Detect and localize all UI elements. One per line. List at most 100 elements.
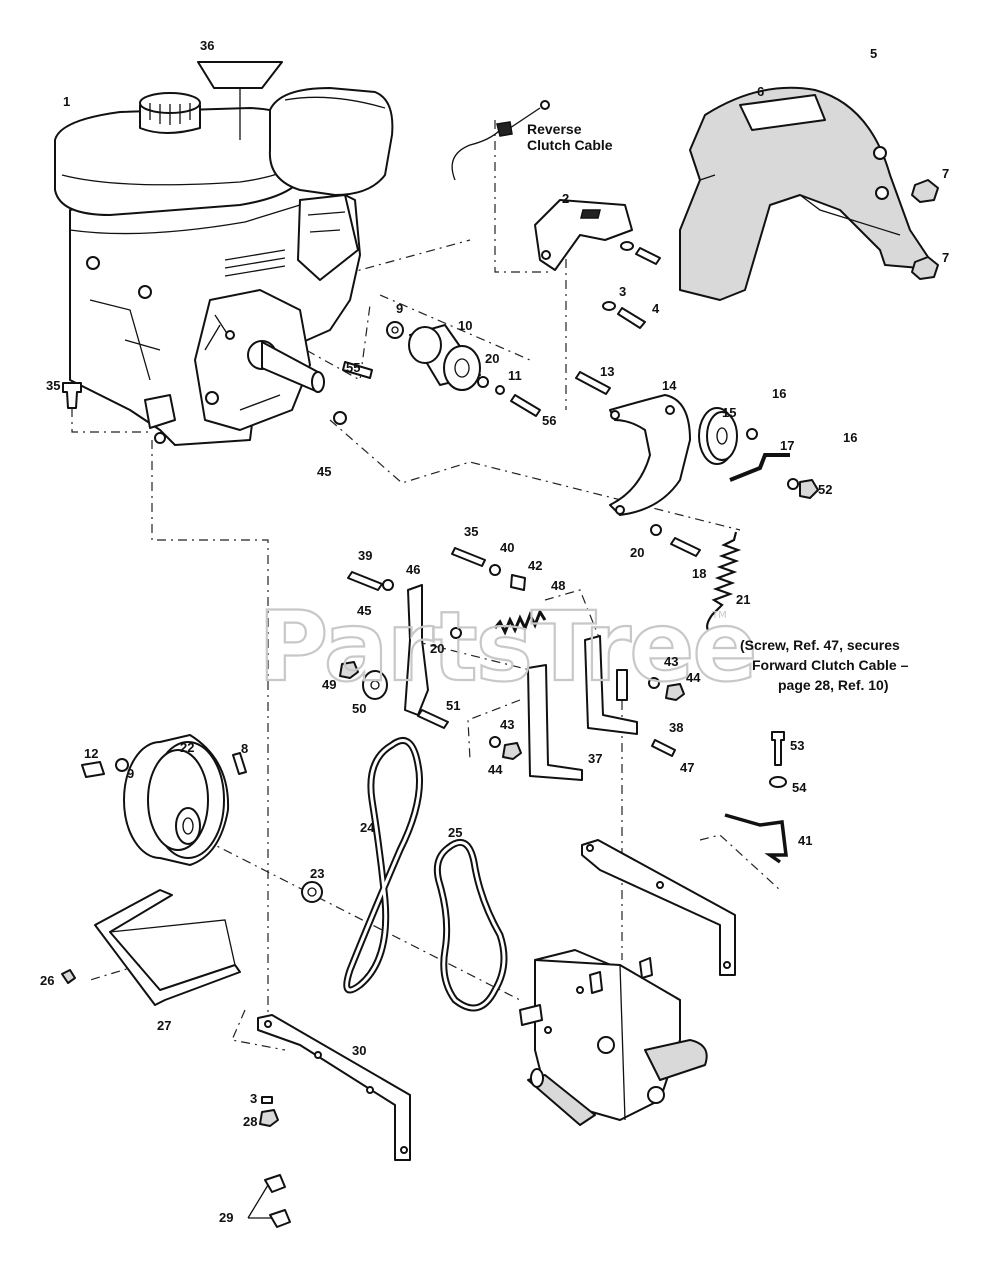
bracket-part-37 [527, 635, 638, 781]
callout-47: 47 [680, 760, 694, 775]
bracket-part-2 [534, 199, 633, 271]
key-part-8 [232, 752, 247, 775]
callout-2: 2 [562, 191, 569, 206]
watermark: PartsTree [258, 591, 755, 703]
washer-part-9 [386, 321, 404, 339]
callout-10: 10 [458, 318, 472, 333]
screw-note-line1: (Screw, Ref. 47, secures [740, 637, 900, 653]
callout-40: 40 [500, 540, 514, 555]
callout-8: 8 [241, 741, 248, 756]
callout-30: 30 [352, 1043, 366, 1058]
screw-part-47 [651, 739, 676, 757]
washer-part-20b [650, 524, 662, 536]
callout-50: 50 [352, 701, 366, 716]
callout-11: 11 [508, 368, 522, 383]
callout-5: 5 [870, 46, 877, 61]
bolt-part-29b [269, 1209, 291, 1228]
washer-part-43 [648, 677, 660, 689]
callout-21: 21 [736, 592, 750, 607]
nut-part-49 [339, 661, 359, 679]
washer-part-23 [301, 881, 323, 903]
callout-1: 1 [63, 94, 70, 109]
callout-44: 44 [686, 670, 701, 685]
callout-45b: 45 [357, 603, 371, 618]
callout-55: 55 [346, 360, 360, 375]
callout-6: 6 [757, 84, 764, 99]
bolt-part-12 [81, 761, 105, 778]
callout-51: 51 [446, 698, 460, 713]
callout-numbers: 36 1 5 6 7 7 2 3 4 9 10 20 11 56 55 35 4… [40, 38, 949, 1225]
reverse-clutch-cable [451, 100, 550, 181]
bolt-part-18 [670, 537, 701, 557]
link-part-46 [404, 584, 429, 716]
callout-54: 54 [792, 780, 807, 795]
callout-43b: 43 [500, 717, 514, 732]
callout-20: 20 [485, 351, 499, 366]
washer-part-40 [489, 564, 501, 576]
callout-42: 42 [528, 558, 542, 573]
rod-part-41 [724, 813, 788, 864]
reverse-clutch-cable-label: Reverse Clutch Cable [527, 121, 613, 153]
screw-note: (Screw, Ref. 47, secures Forward Clutch … [740, 637, 912, 693]
screw-note-line2: Forward Clutch Cable – [752, 657, 909, 673]
screw-note-line3: page 28, Ref. 10) [778, 677, 889, 693]
screw-part-26 [61, 969, 76, 984]
callout-23: 23 [310, 866, 324, 881]
callout-12: 12 [84, 746, 98, 761]
washer-part-16b [787, 478, 799, 490]
rod-part-17 [729, 453, 790, 482]
callout-9b: 9 [127, 766, 134, 781]
watermark-tm: TM [711, 610, 727, 621]
reverse-label-line1: Reverse [527, 121, 582, 137]
washer-part-9b [115, 758, 129, 772]
callout-3: 3 [619, 284, 626, 299]
callout-13: 13 [600, 364, 614, 379]
lockwasher-part-11 [495, 385, 505, 395]
callout-25: 25 [448, 825, 462, 840]
washer-part-20 [477, 376, 489, 388]
idler-arm-part-14 [609, 394, 691, 516]
decal-part-36 [197, 61, 283, 89]
bolt-part-56 [510, 394, 541, 417]
rivet-part-38 [616, 669, 628, 701]
callout-22: 22 [180, 740, 194, 755]
engine-part-1 [54, 87, 394, 446]
callout-16b: 16 [843, 430, 857, 445]
callout-48: 48 [551, 578, 565, 593]
callout-26: 26 [40, 973, 54, 988]
bolt-part-13 [575, 371, 611, 395]
washer-part-20c [450, 627, 462, 639]
callout-45: 45 [317, 464, 331, 479]
callout-28: 28 [243, 1114, 257, 1129]
callout-36: 36 [200, 38, 214, 53]
spring-part-21 [706, 531, 742, 631]
drive-pulley-part-22 [123, 734, 230, 866]
callout-24: 24 [360, 820, 375, 835]
callout-52: 52 [818, 482, 832, 497]
washer-part-43b [489, 736, 501, 748]
callout-38: 38 [669, 720, 683, 735]
callout-43: 43 [664, 654, 678, 669]
bolt-part-51 [417, 709, 449, 729]
bolt-part-29 [264, 1174, 286, 1193]
callout-29: 29 [219, 1210, 233, 1225]
key-part-55 [342, 361, 373, 379]
callout-44b: 44 [488, 762, 503, 777]
callout-53: 53 [790, 738, 804, 753]
bolt-part-35b [451, 547, 486, 567]
callout-39: 39 [358, 548, 372, 563]
belt-part-24 [343, 737, 424, 994]
callout-35: 35 [46, 378, 60, 393]
spring-part-48 [493, 608, 547, 636]
cover-nut-part-7 [911, 179, 939, 280]
callout-20c: 20 [430, 641, 444, 656]
callout-27: 27 [157, 1018, 171, 1033]
belt-cover-part-6 [679, 86, 931, 301]
callout-35b: 35 [464, 524, 478, 539]
bolt-part-35 [62, 382, 82, 409]
callout-15: 15 [722, 405, 736, 420]
bolt-part-4 [602, 241, 661, 329]
pulley-part-10 [408, 324, 481, 391]
washer-part-16 [746, 428, 758, 440]
